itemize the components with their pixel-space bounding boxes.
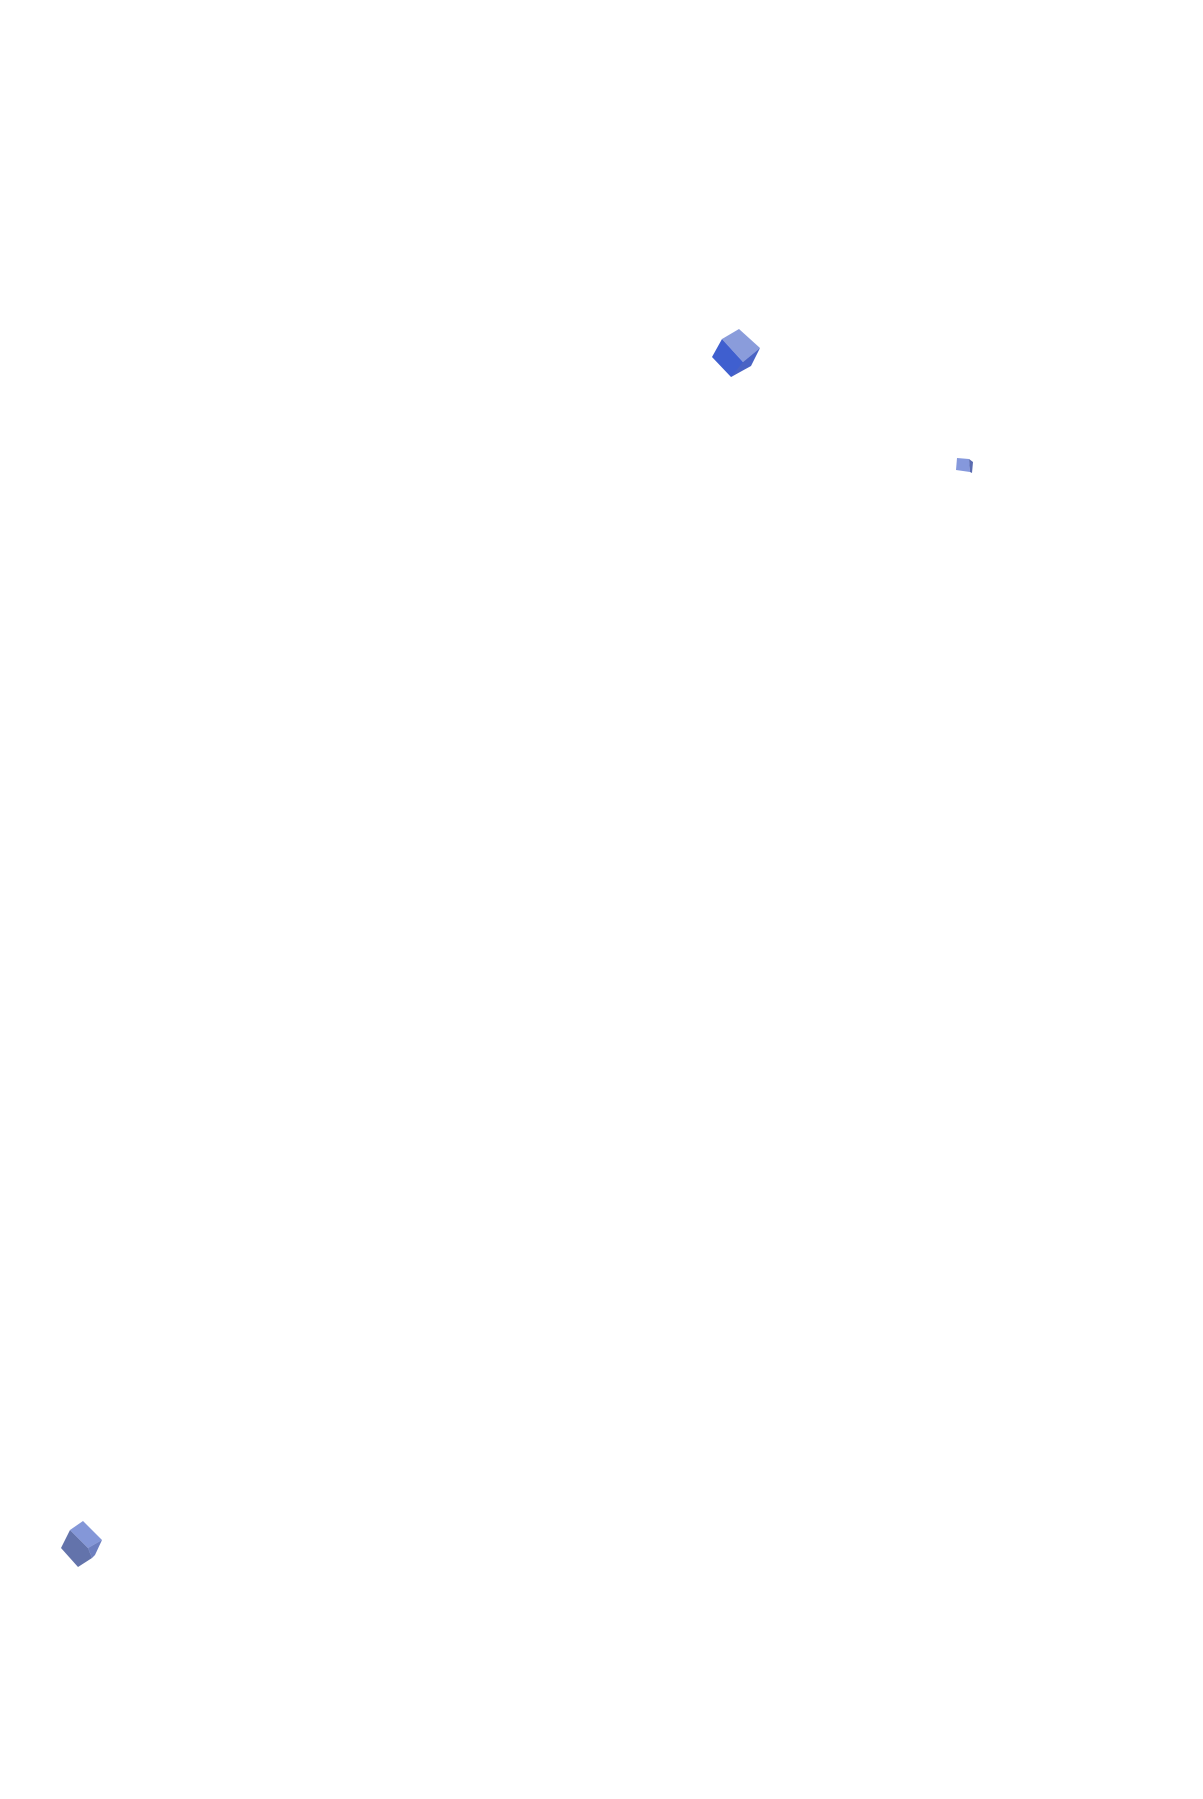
cube-small-side-face <box>969 459 973 473</box>
cube-large <box>712 329 760 377</box>
cube-large-side-face <box>731 348 760 377</box>
cube-bottom-left-front-face <box>61 1530 92 1567</box>
cube-small-front-face <box>956 458 970 472</box>
cube-bottom-left-side-face <box>88 1540 102 1558</box>
cube-bottom-left-top-face <box>70 1521 102 1548</box>
cube-small <box>956 458 973 473</box>
cube-large-top-face <box>722 329 760 362</box>
cube-bottom-left <box>61 1521 102 1567</box>
